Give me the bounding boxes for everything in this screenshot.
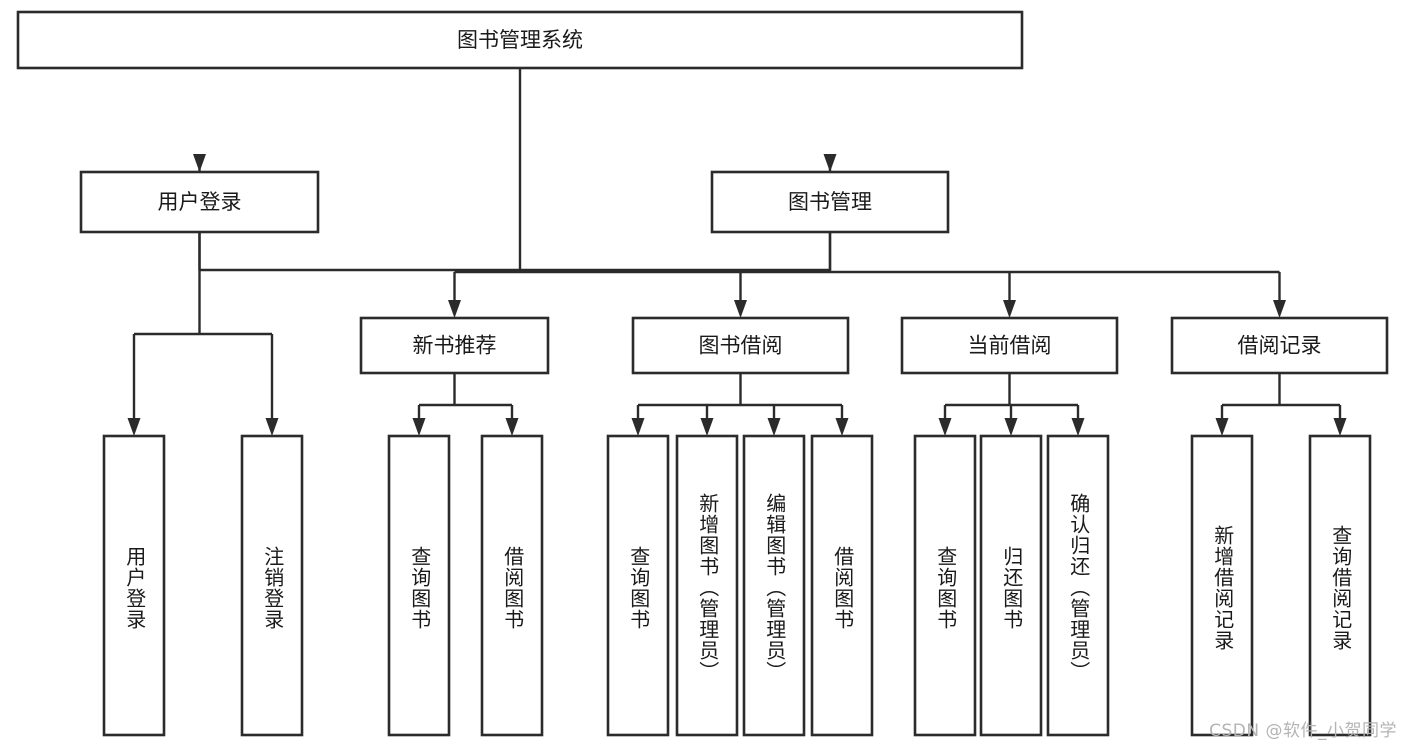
node-leaf-add-book-admin[interactable] (675, 434, 739, 737)
node-box-root (16, 10, 1024, 70)
arrow-current-borrow-to-leaf-query-book-cur (938, 418, 952, 436)
arrow-borrow-record-to-leaf-query-borrow-record (1333, 418, 1347, 436)
arrow-bookmanage-to-current-borrow (1003, 300, 1016, 318)
node-box-leaf-borrow-book-rec (480, 434, 544, 737)
node-box-leaf-logout-login (240, 434, 304, 737)
arrow-book-borrow-to-leaf-query-book-borrow (631, 418, 645, 436)
node-user-login[interactable]: 用户登录 (79, 170, 320, 234)
node-leaf-borrow-book-rec[interactable] (480, 434, 544, 737)
node-leaf-query-borrow-record[interactable] (1308, 434, 1372, 737)
arrow-book-borrow-to-leaf-edit-book-admin (767, 418, 781, 436)
node-current-borrow[interactable]: 当前借阅 (900, 316, 1119, 375)
arrow-new-book-recommend-to-leaf-borrow-book-rec (505, 418, 519, 436)
node-box-borrow-record (1170, 316, 1389, 375)
node-leaf-add-borrow-record[interactable] (1190, 434, 1254, 737)
node-box-leaf-add-borrow-record (1190, 434, 1254, 737)
node-leaf-return-book[interactable] (979, 434, 1043, 737)
arrow-bookmanage-to-new-book-recommend (448, 300, 461, 318)
node-box-leaf-query-book-cur (913, 434, 977, 737)
node-new-book-recommend[interactable]: 新书推荐 (359, 316, 550, 375)
node-box-leaf-confirm-return-admin (1046, 434, 1110, 737)
node-leaf-user-login[interactable] (102, 434, 166, 737)
node-leaf-query-book-rec[interactable] (387, 434, 451, 737)
arrow-new-book-recommend-to-leaf-query-book-rec (412, 418, 426, 436)
node-box-book-borrow (631, 316, 850, 375)
arrow-userlogin-to-leaf-user-login (127, 418, 141, 436)
node-label-book-borrow: 图书借阅 (699, 334, 783, 358)
node-label-current-borrow: 当前借阅 (968, 334, 1052, 358)
node-book-borrow[interactable]: 图书借阅 (631, 316, 850, 375)
node-box-leaf-query-book-borrow (606, 434, 670, 737)
node-leaf-confirm-return-admin[interactable] (1046, 434, 1110, 737)
node-box-leaf-query-book-rec (387, 434, 451, 737)
node-box-leaf-edit-book-admin (742, 434, 806, 737)
node-label-new-book-recommend: 新书推荐 (413, 334, 497, 358)
node-box-leaf-query-borrow-record (1308, 434, 1372, 737)
node-box-leaf-return-book (979, 434, 1043, 737)
node-box-leaf-add-book-admin (675, 434, 739, 737)
node-box-current-borrow (900, 316, 1119, 375)
node-leaf-logout-login[interactable] (240, 434, 304, 737)
node-label-book-manage: 图书管理 (788, 190, 872, 214)
node-label-user-login: 用户登录 (158, 190, 242, 214)
node-label-borrow-record: 借阅记录 (1238, 334, 1322, 358)
watermark-text: CSDN @软件_小贺同学 (1209, 721, 1397, 741)
node-book-manage[interactable]: 图书管理 (710, 170, 950, 234)
arrow-current-borrow-to-leaf-confirm-return-admin (1071, 418, 1085, 436)
connectors-group (127, 68, 1347, 436)
node-leaf-query-book-borrow[interactable] (606, 434, 670, 737)
arrow-book-borrow-to-leaf-add-book-admin (700, 418, 714, 436)
node-box-new-book-recommend (359, 316, 550, 375)
arrow-root-to-user-login (193, 154, 206, 172)
node-box-leaf-borrow-book (810, 434, 874, 737)
arrow-root-to-book-manage (823, 154, 837, 172)
node-box-user-login (79, 170, 320, 234)
node-borrow-record[interactable]: 借阅记录 (1170, 316, 1389, 375)
arrow-book-borrow-to-leaf-borrow-book (835, 418, 849, 436)
arrow-bookmanage-to-book-borrow (734, 300, 747, 318)
node-label-root: 图书管理系统 (457, 28, 583, 52)
node-leaf-query-book-cur[interactable] (913, 434, 977, 737)
arrow-bookmanage-to-borrow-record (1273, 300, 1286, 318)
node-leaf-borrow-book[interactable] (810, 434, 874, 737)
arrow-userlogin-to-leaf-logout-login (265, 418, 279, 436)
node-box-book-manage (710, 170, 950, 234)
arrow-current-borrow-to-leaf-return-book (1004, 418, 1018, 436)
node-root[interactable]: 图书管理系统 (16, 10, 1024, 70)
node-box-leaf-user-login (102, 434, 166, 737)
arrow-borrow-record-to-leaf-add-borrow-record (1215, 418, 1229, 436)
node-leaf-edit-book-admin[interactable] (742, 434, 806, 737)
